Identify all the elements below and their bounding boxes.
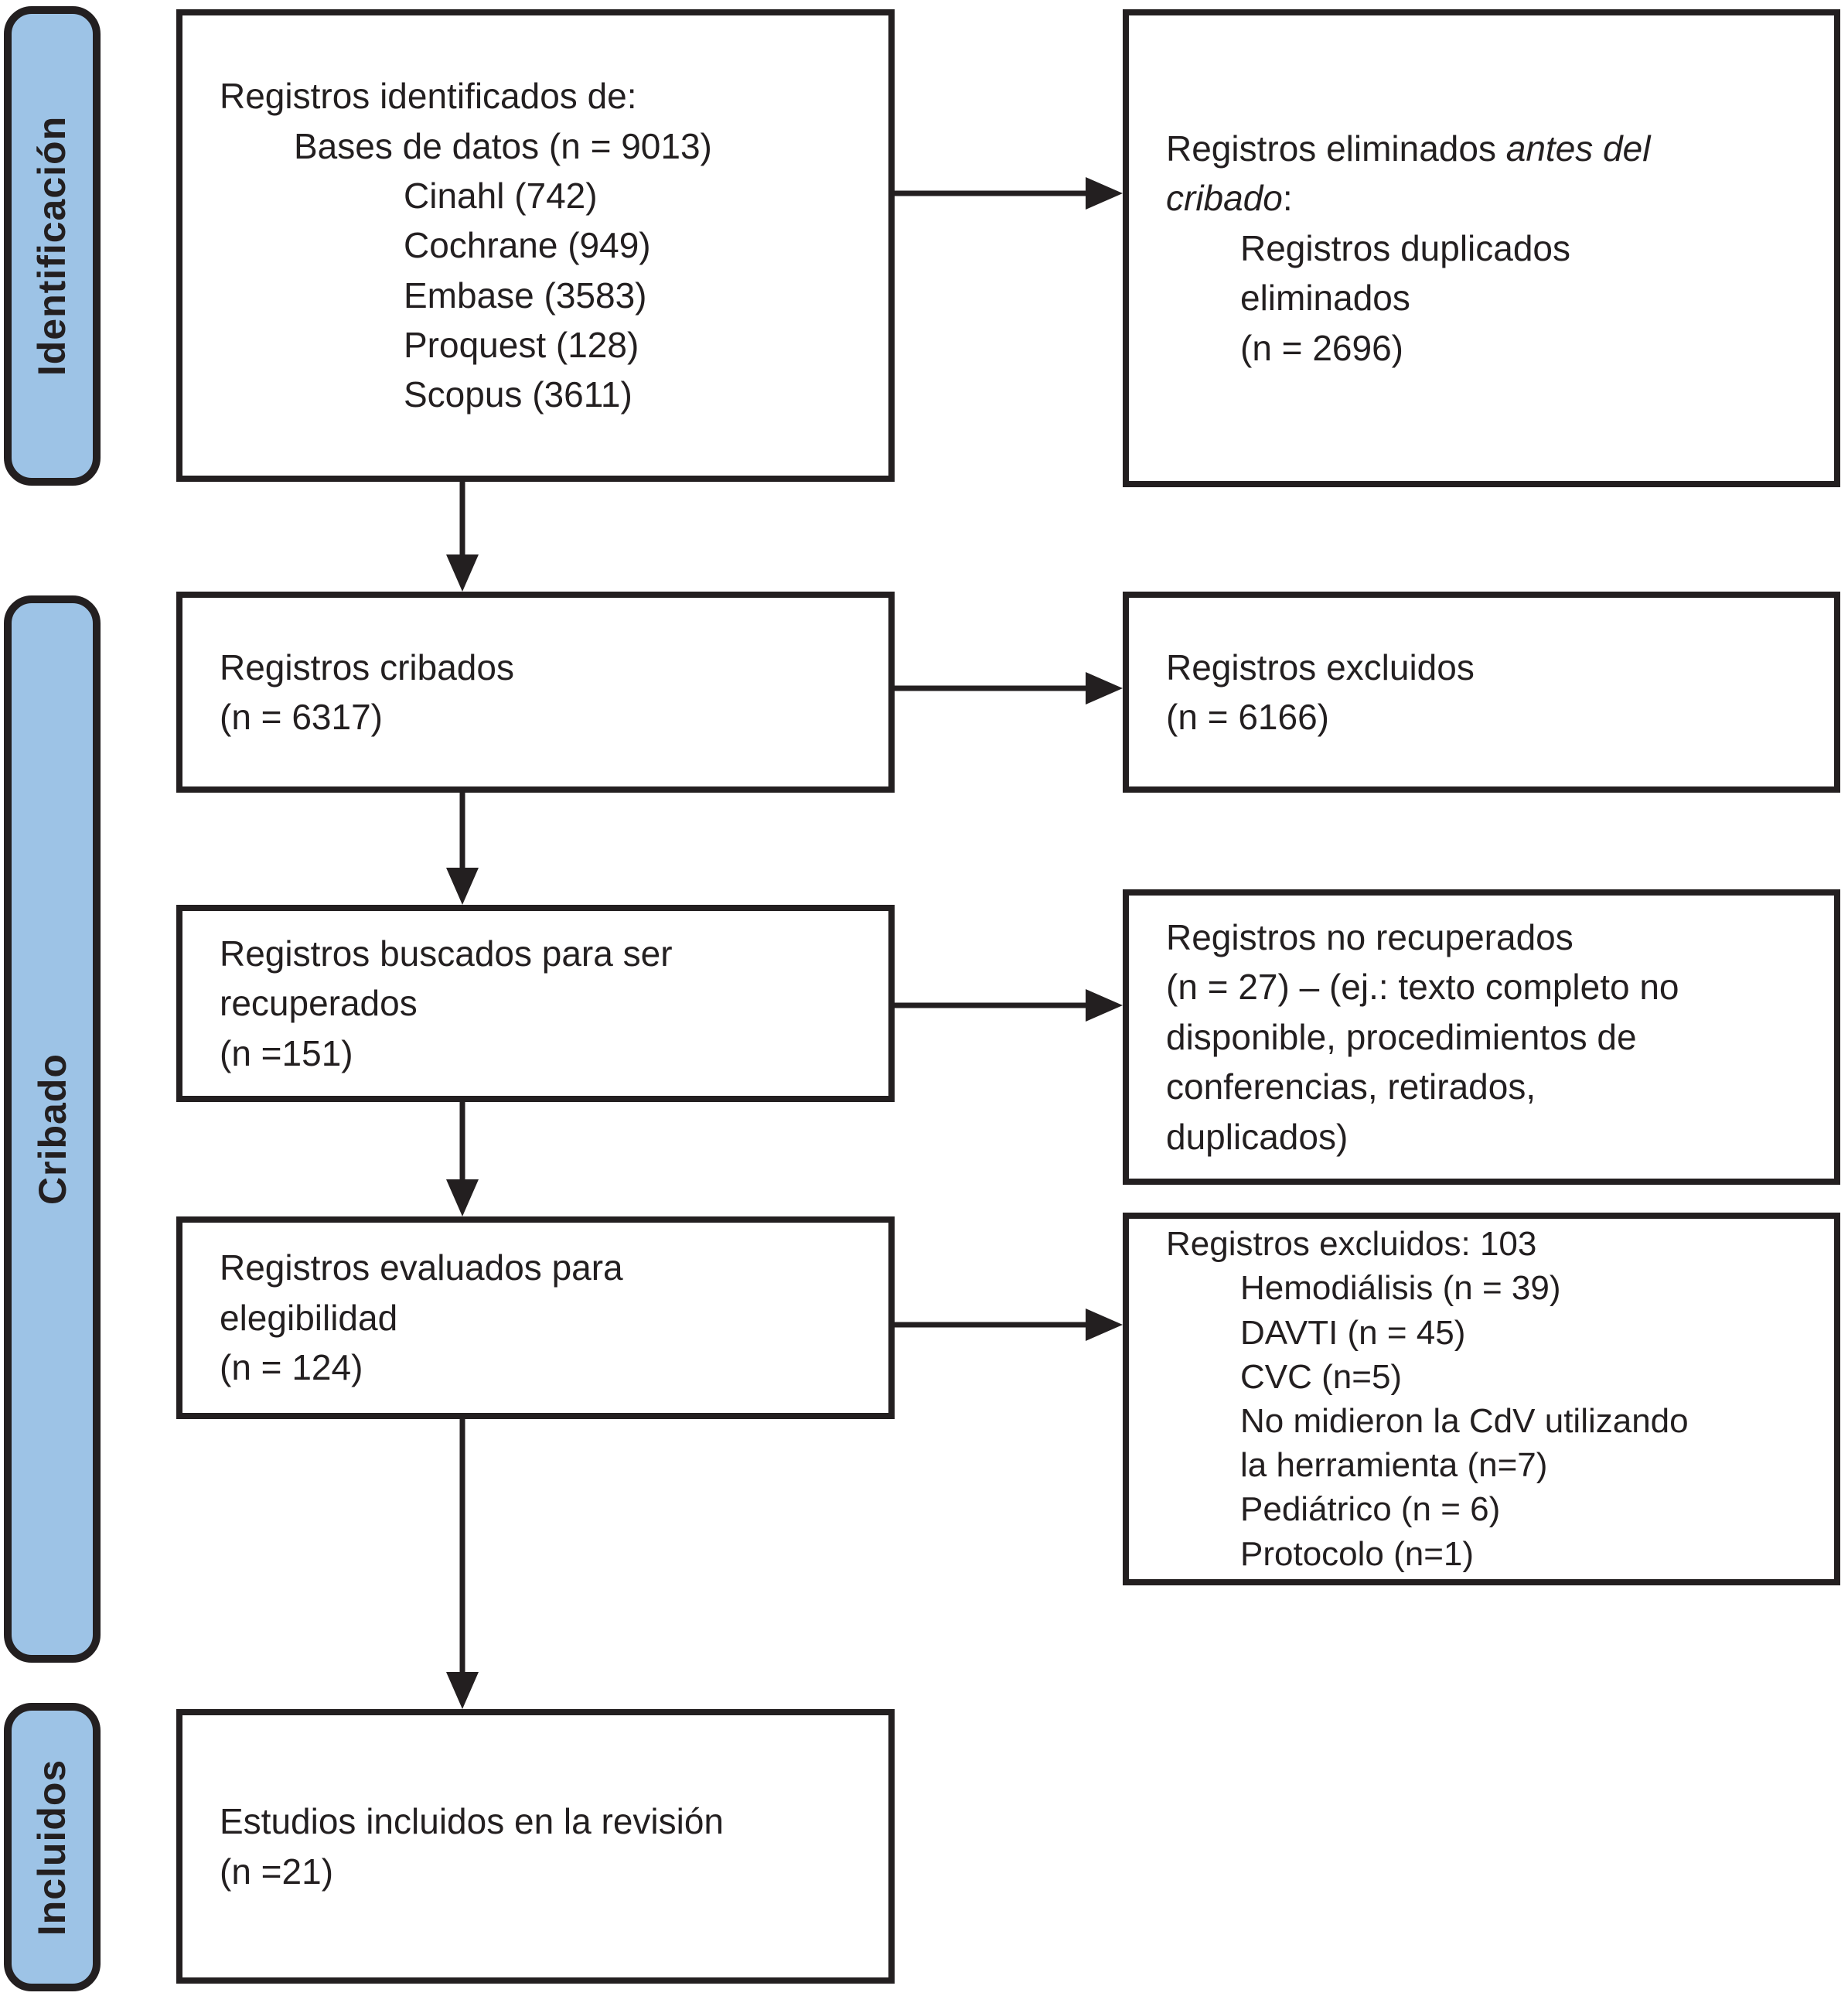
arrow-sought-to-assessed bbox=[446, 1102, 479, 1216]
text-segment-italic: antes del bbox=[1505, 128, 1651, 169]
box-text-line: Registros identificados de: bbox=[220, 76, 637, 117]
arrow-assessed-to-excluded-reasons bbox=[895, 1308, 1123, 1341]
box-records-identified: Registros identificados de: Bases de dat… bbox=[176, 9, 895, 482]
box-text-line: (n = 6317) bbox=[220, 697, 383, 737]
stage-label-text: Identificación bbox=[30, 115, 74, 377]
box-text-line: recuperados bbox=[220, 983, 418, 1024]
box-text-line: (n = 27) – (ej.: texto completo no bbox=[1166, 967, 1679, 1008]
stage-label-included: Incluidos bbox=[4, 1703, 101, 1991]
text-segment: : bbox=[1282, 178, 1293, 219]
box-text-line: Estudios incluidos en la revisión bbox=[220, 1801, 725, 1842]
stage-label-identification: Identificación bbox=[4, 6, 101, 486]
stage-label-text: Cribado bbox=[30, 1053, 74, 1205]
box-text-line: DAVTI (n = 45) bbox=[1240, 1313, 1466, 1352]
box-records-sought-for-retrieval: Registros buscados para ser recuperados … bbox=[176, 905, 895, 1102]
box-text-line: Registros eliminados antes del bbox=[1166, 124, 1811, 173]
arrow-sought-to-not-retrieved bbox=[895, 989, 1123, 1022]
arrow-identified-to-removed bbox=[895, 177, 1123, 210]
box-records-removed-before-screening: Registros eliminados antes del cribado: … bbox=[1123, 9, 1840, 487]
box-text-line: Pediátrico (n = 6) bbox=[1240, 1490, 1501, 1529]
box-studies-included-in-review: Estudios incluidos en la revisión (n =21… bbox=[176, 1709, 895, 1984]
box-records-not-retrieved: Registros no recuperados (n = 27) – (ej.… bbox=[1123, 889, 1840, 1185]
stage-label-screening: Cribado bbox=[4, 595, 101, 1663]
box-text-line: Embase (3583) bbox=[404, 275, 647, 316]
box-text-line: (n =151) bbox=[220, 1032, 353, 1073]
box-text-line: (n = 6166) bbox=[1166, 697, 1329, 737]
box-text-line: Scopus (3611) bbox=[404, 374, 632, 415]
stage-label-text: Incluidos bbox=[30, 1759, 74, 1936]
box-text-line: Cinahl (742) bbox=[404, 175, 598, 216]
box-text-line: No midieron la CdV utilizando bbox=[1240, 1402, 1689, 1440]
text-segment-italic: cribado bbox=[1166, 178, 1283, 219]
box-text-line: Bases de datos (n = 9013) bbox=[294, 125, 712, 166]
box-text-line: Hemodiálisis (n = 39) bbox=[1240, 1269, 1561, 1308]
box-text-line: conferencias, retirados, bbox=[1166, 1066, 1536, 1107]
arrow-assessed-to-included bbox=[446, 1419, 479, 1709]
box-text-line: la herramienta (n=7) bbox=[1240, 1446, 1548, 1485]
box-text-line: elegibilidad bbox=[220, 1297, 398, 1338]
box-text-line: Registros no recuperados bbox=[1166, 917, 1574, 958]
box-records-excluded: Registros excluidos (n = 6166) bbox=[1123, 592, 1840, 793]
box-text-line: Cochrane (949) bbox=[404, 225, 651, 266]
box-text-line: Registros excluidos bbox=[1166, 647, 1475, 688]
box-text-line: CVC (n=5) bbox=[1240, 1357, 1403, 1396]
arrow-screened-to-sought bbox=[446, 793, 479, 905]
box-records-excluded-reasons: Registros excluidos: 103 Hemodiálisis (n… bbox=[1123, 1213, 1840, 1585]
box-text-line: eliminados bbox=[1240, 278, 1410, 319]
text-segment: Registros eliminados bbox=[1166, 128, 1506, 169]
box-records-screened: Registros cribados (n = 6317) bbox=[176, 592, 895, 793]
box-text-line: Registros excluidos: 103 bbox=[1166, 1225, 1537, 1264]
box-text-line: disponible, procedimientos de bbox=[1166, 1016, 1637, 1057]
box-text-line: duplicados) bbox=[1166, 1116, 1348, 1157]
box-text-line: Registros evaluados para bbox=[220, 1247, 623, 1288]
box-text-line: Proquest (128) bbox=[404, 325, 639, 366]
arrow-identified-to-screened bbox=[446, 482, 479, 592]
arrow-screened-to-excluded bbox=[895, 672, 1123, 705]
box-text-line: Registros duplicados bbox=[1240, 227, 1571, 268]
box-text-line: (n =21) bbox=[220, 1851, 334, 1892]
box-text-line: Registros cribados bbox=[220, 647, 514, 688]
box-text-line: Protocolo (n=1) bbox=[1240, 1534, 1475, 1573]
box-text-line: Registros buscados para ser bbox=[220, 933, 673, 974]
box-records-assessed-for-eligibility: Registros evaluados para elegibilidad (n… bbox=[176, 1216, 895, 1419]
box-text-line: (n = 2696) bbox=[1240, 327, 1403, 368]
box-text-line: cribado: bbox=[1166, 173, 1811, 223]
box-text-line: (n = 124) bbox=[220, 1347, 363, 1388]
